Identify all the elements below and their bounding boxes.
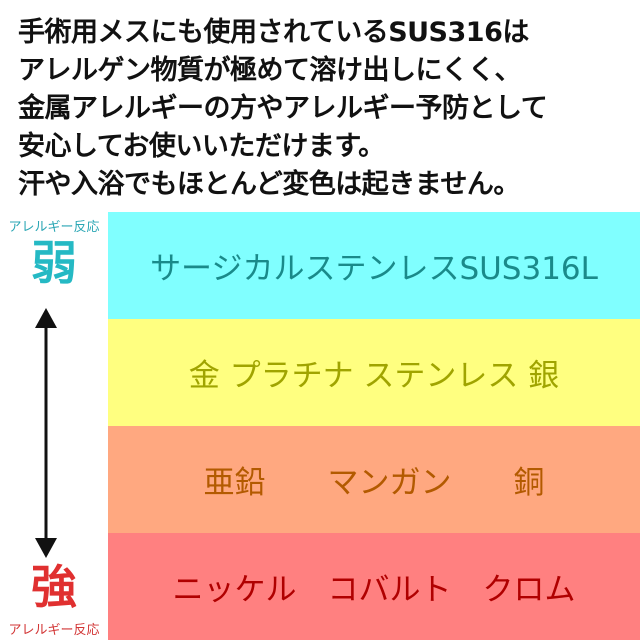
intro-line: 汗や入浴でもほとんど変色は起きません。 [18,169,520,200]
band-nickel-cobalt-chrome: ニッケル コバルト クロム [108,533,640,640]
intro-text: 手術用メスにも使用されているSUS316は アレルゲン物質が極めて溶け出しにくく… [18,14,628,204]
scale-top-label: アレルギー反応 [8,220,100,235]
weak-kanji: 弱 [31,236,77,290]
band-zinc-manganese-copper: 亜鉛 マンガン 銅 [108,426,640,533]
band-precious-metals: 金 プラチナ ステンレス 銀 [108,319,640,426]
scale-bottom-label: アレルギー反応 [8,623,100,638]
intro-line: 安心してお使いいただけます。 [18,131,385,162]
metal-bands: サージカルステンレスSUS316L 金 プラチナ ステンレス 銀 亜鉛 マンガン… [108,212,640,640]
intro-line: 手術用メスにも使用されているSUS316は [18,17,529,48]
intro-line: アレルゲン物質が極めて溶け出しにくく、 [18,55,521,86]
strong-kanji: 強 [31,560,77,614]
double-arrow-icon [35,308,57,558]
allergy-scale: アレルギー反応 弱 強 アレルギー反応 [0,212,108,640]
band-surgical-steel: サージカルステンレスSUS316L [108,212,640,319]
intro-line: 金属アレルギーの方やアレルギー予防として [18,93,548,124]
